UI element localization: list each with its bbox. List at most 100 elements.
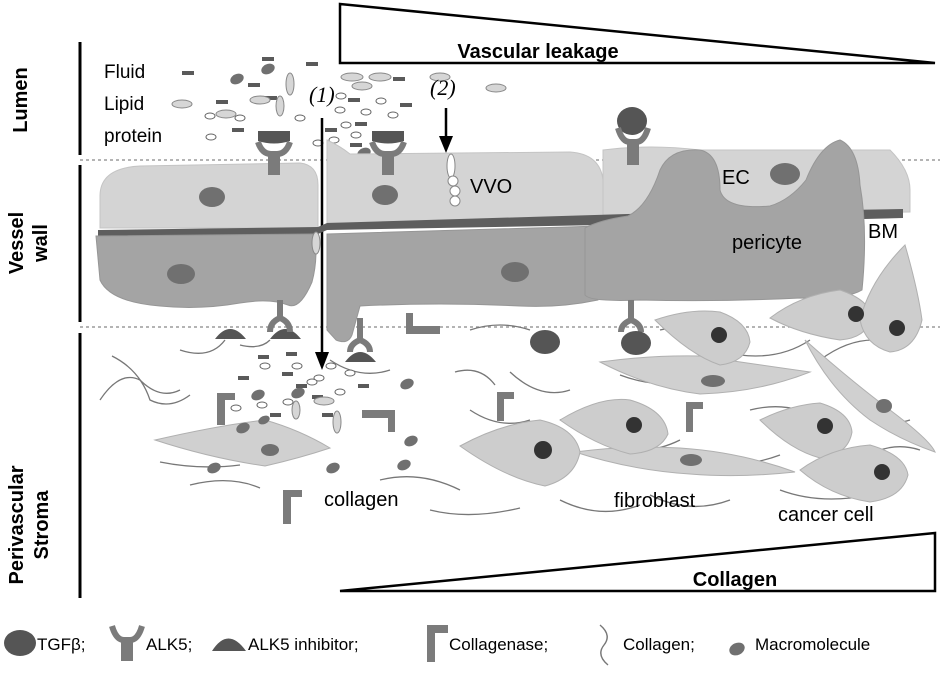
ec-nucleus <box>770 163 800 185</box>
cancer-cell <box>859 244 923 353</box>
fibroblast <box>598 355 812 395</box>
tgfb <box>530 330 560 354</box>
collagenase <box>283 490 302 524</box>
vessel-wall-nuclei <box>167 163 800 284</box>
protein-oval <box>335 92 347 100</box>
lumen-label-fluid: Fluid <box>104 62 145 83</box>
lipid-oval <box>275 95 285 117</box>
legend-item-collagen: Collagen; <box>599 624 695 666</box>
protein-oval <box>234 114 246 122</box>
ec-label: EC <box>722 167 750 189</box>
legend-label-tgfb: TGFβ; <box>37 635 86 654</box>
fluid-dash <box>216 100 228 104</box>
legend-label-inhibitor: ALK5 inhibitor; <box>248 635 359 654</box>
fluid-dash <box>325 128 337 132</box>
collagenase-icon <box>427 625 448 662</box>
pathway-2-arrow <box>439 108 453 153</box>
alk5-inhibitor-icon <box>212 638 246 651</box>
macromolecule <box>236 422 250 434</box>
pericyte-right <box>584 139 866 302</box>
alk5-receptor <box>618 300 644 333</box>
collagen-fiber <box>329 359 391 374</box>
bm-label: BM <box>868 221 898 243</box>
legend-label-collagen: Collagen; <box>623 635 695 654</box>
lipid-oval <box>429 72 451 82</box>
macromolecule <box>207 462 221 474</box>
collagen-fiber <box>469 324 531 331</box>
lipid-oval <box>368 72 392 82</box>
protein-oval <box>334 106 346 114</box>
protein-oval <box>205 133 217 141</box>
legend-label-collagenase: Collagenase; <box>449 635 548 654</box>
protein-oval <box>294 114 306 122</box>
lumen-label-protein: protein <box>104 126 162 147</box>
legend-item-inhibitor: ALK5 inhibitor; <box>212 635 359 654</box>
alk5-receptor <box>267 300 293 333</box>
alk5-icon <box>109 625 145 661</box>
lipid-oval <box>485 83 507 93</box>
fluid-dash <box>348 98 360 102</box>
legend-item-collagenase: Collagenase; <box>427 625 548 662</box>
legend-label-macromolecule: Macromolecule <box>755 635 870 654</box>
pathway-label-1: (1) <box>309 82 335 107</box>
macromolecule <box>404 435 418 447</box>
fluid-dash <box>262 57 274 61</box>
fluid-dash <box>248 83 260 87</box>
collagenase <box>217 393 235 425</box>
vvo-label: VVO <box>470 176 512 198</box>
collagen-fiber <box>509 371 571 394</box>
lipid-oval <box>340 72 364 82</box>
fibroblast-nuclei <box>261 375 892 466</box>
alk5-inhibitor-complex <box>369 131 407 175</box>
lipid-oval <box>171 99 193 109</box>
macromolecule <box>326 462 340 474</box>
legend-label-alk5: ALK5; <box>146 635 192 654</box>
lumen-particles <box>171 57 507 159</box>
region-label-vessel-wall-2: wall <box>30 224 52 263</box>
protein-oval <box>387 111 399 119</box>
legend-item-alk5: ALK5; <box>109 625 192 661</box>
legend: TGFβ; ALK5; ALK5 inhibitor; Collagenase;… <box>4 624 870 666</box>
protein-oval <box>340 121 352 129</box>
cancer-cell <box>559 398 669 455</box>
alk5-inhibitor <box>270 329 301 339</box>
lipid-oval <box>351 81 373 91</box>
legend-item-macromolecule: Macromolecule <box>729 635 870 656</box>
macromolecule <box>291 387 305 399</box>
collagen-fiber <box>649 494 731 508</box>
fluid-dash <box>232 128 244 132</box>
macromolecule-icon <box>729 642 745 656</box>
tgfb-alk5-complex <box>615 107 651 165</box>
collagen-fiber <box>239 339 271 348</box>
macromolecule <box>251 389 265 401</box>
protein-oval <box>204 112 216 120</box>
lumen-label-lipid: Lipid <box>104 94 144 115</box>
protein-oval <box>350 131 362 139</box>
pericyte-middle <box>326 225 605 343</box>
cancer-cell-nuclei <box>534 306 905 480</box>
stroma-molecules <box>207 300 703 524</box>
pericyte-nucleus <box>167 264 195 284</box>
cancer-cell <box>459 419 581 487</box>
fluid-dash <box>265 96 277 100</box>
collagen-triangle <box>339 531 937 593</box>
vascular-leakage-gradient: Vascular leakage <box>338 2 936 65</box>
pericyte-layer <box>95 139 866 343</box>
fluid-dash <box>306 62 318 66</box>
ec-nucleus <box>199 187 225 207</box>
collagen-gradient: Collagen <box>339 531 937 593</box>
collagen-fiber <box>111 355 191 405</box>
lipid-oval <box>215 109 237 119</box>
fluid-dash <box>393 77 405 81</box>
pericyte-nucleus <box>501 262 529 282</box>
collagen-icon <box>599 624 609 666</box>
region-label-stroma-2: Stroma <box>31 490 53 560</box>
alk5-inhibitor-complex <box>255 131 293 175</box>
protein-oval <box>360 108 372 116</box>
tgfb <box>621 331 651 355</box>
ec-nucleus <box>372 185 398 205</box>
pathway-1-arrow <box>315 118 329 370</box>
cancer-cell <box>654 310 751 366</box>
